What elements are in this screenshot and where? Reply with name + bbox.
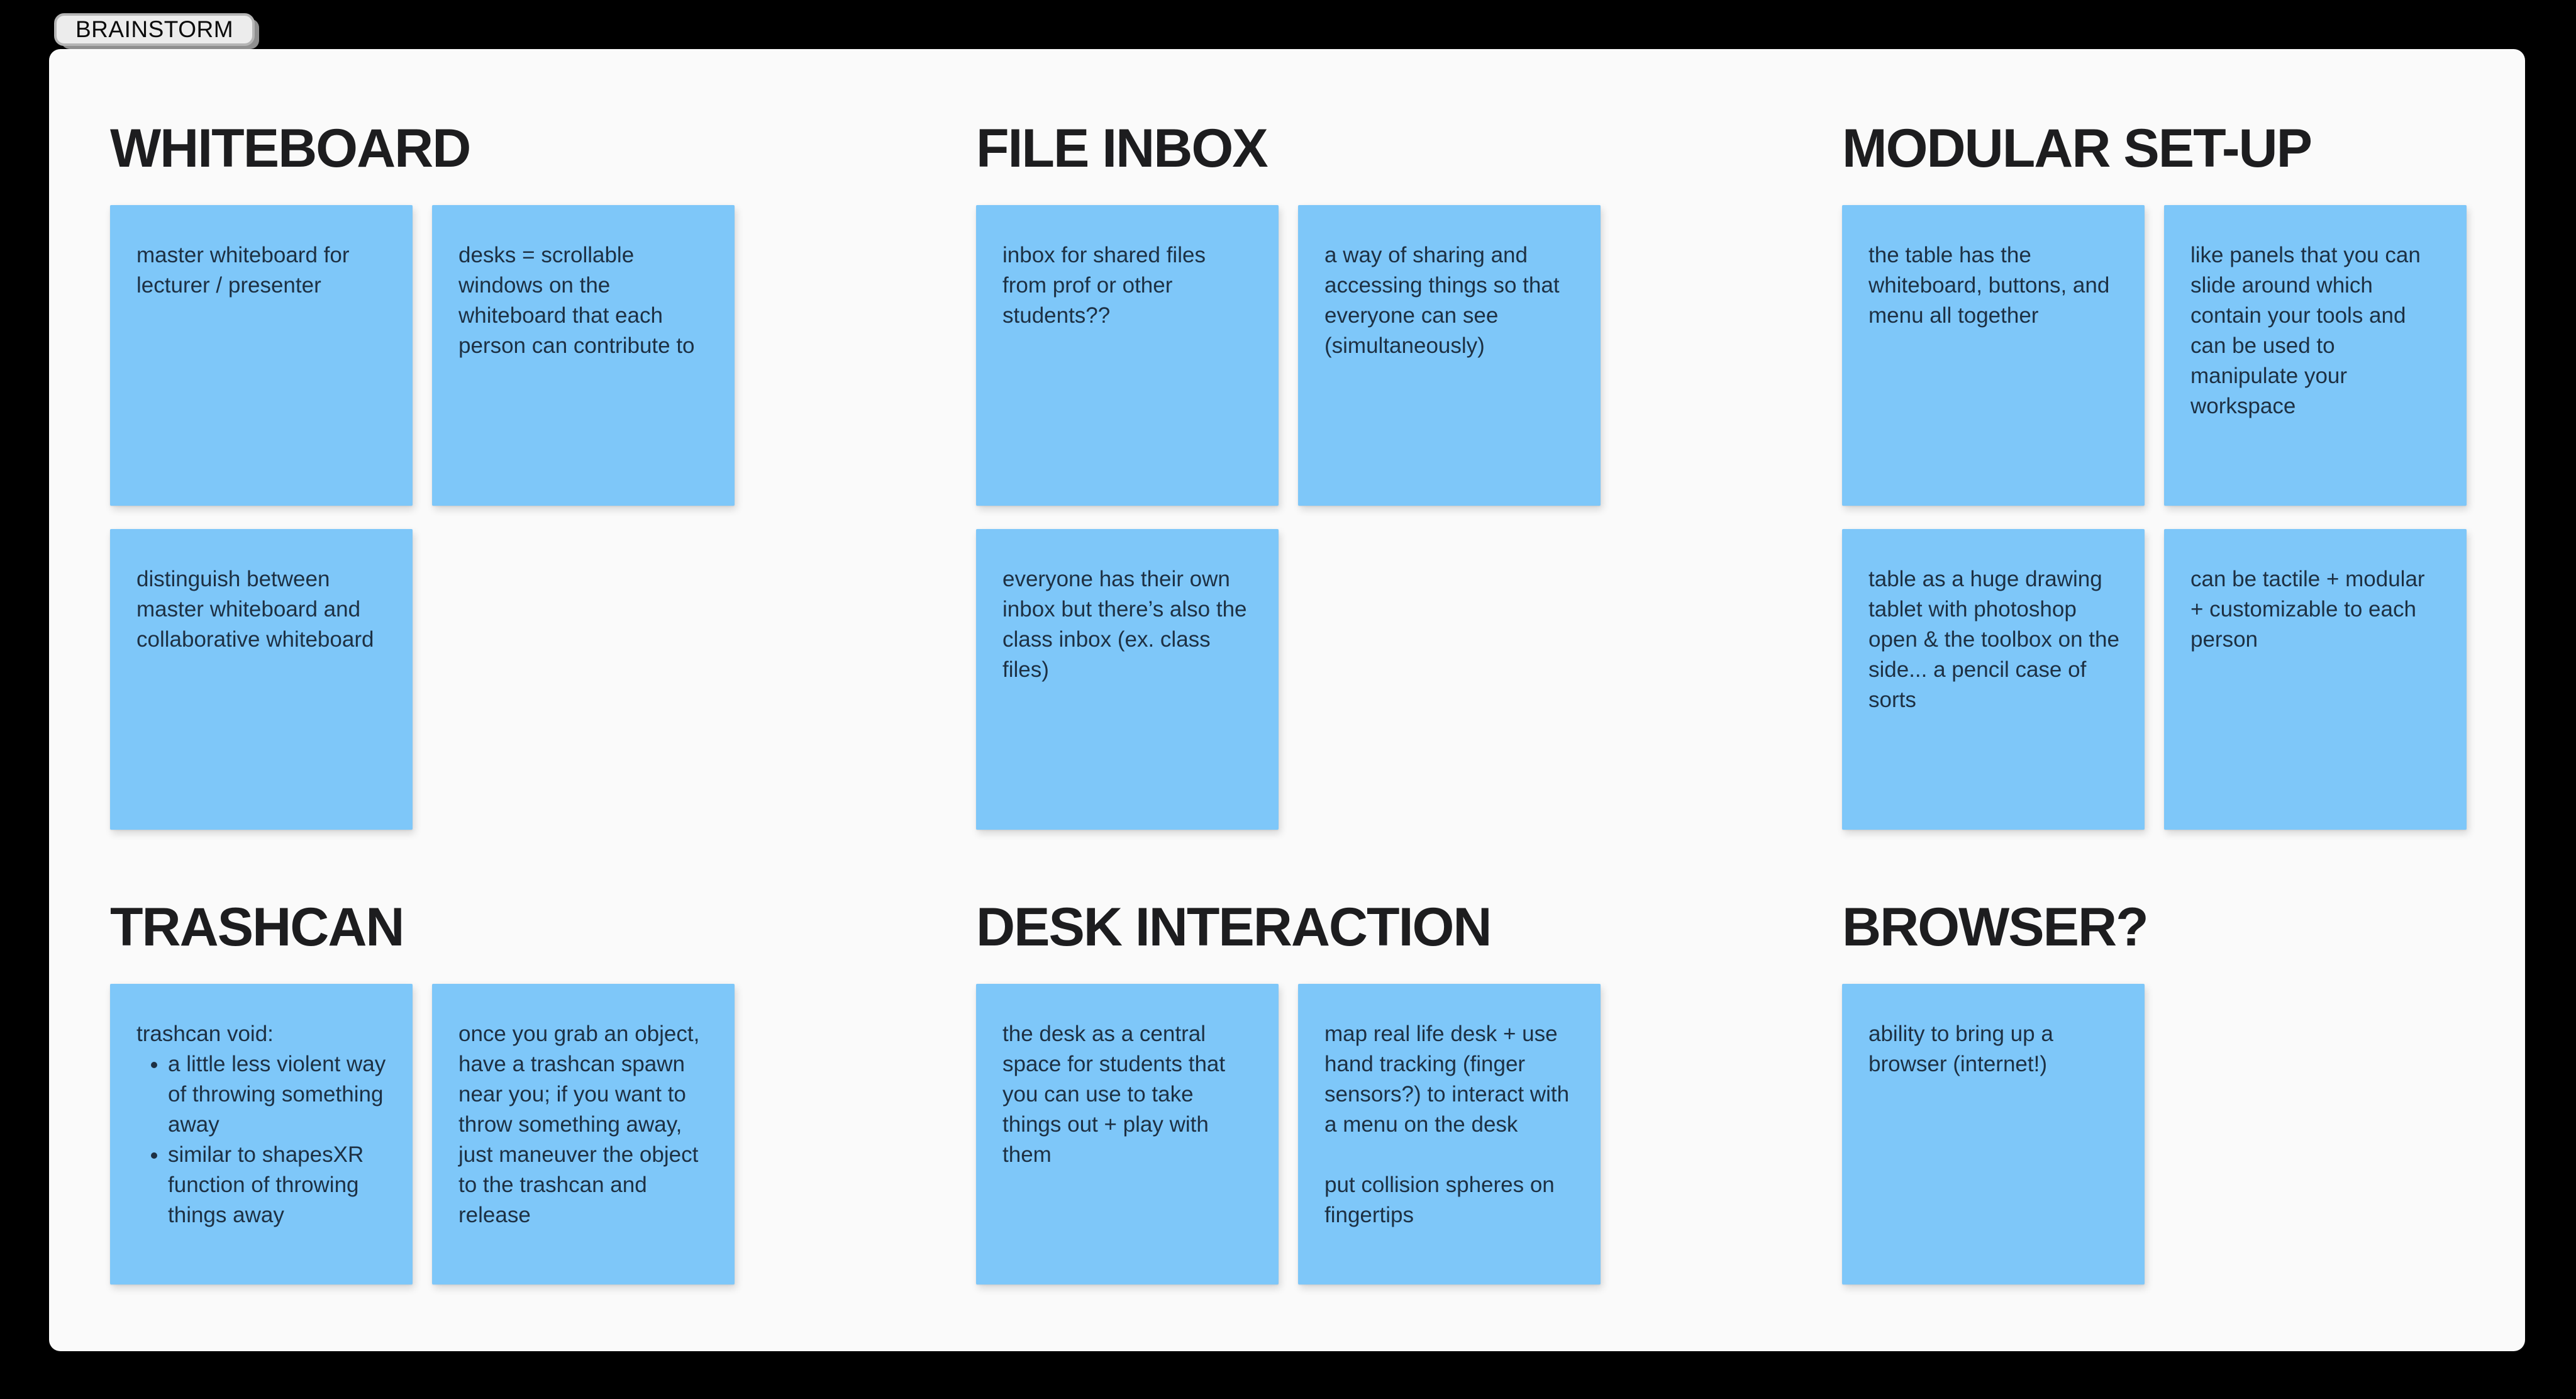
sticky-note-intro: trashcan void:	[136, 1022, 274, 1046]
sticky-note-text: the desk as a central space for students…	[1002, 1022, 1226, 1167]
sticky-note-text: master whiteboard for lecturer / present…	[136, 243, 350, 298]
sticky-note[interactable]: a way of sharing and accessing things so…	[1298, 205, 1601, 506]
sticky-note-text: distinguish between master whiteboard an…	[136, 567, 374, 652]
sticky-note[interactable]: everyone has their own inbox but there’s…	[976, 529, 1279, 830]
sticky-note-text: everyone has their own inbox but there’s…	[1002, 567, 1247, 682]
sticky-note[interactable]: once you grab an object, have a trashcan…	[432, 984, 735, 1285]
section-desk-interaction: DESK INTERACTION the desk as a central sp…	[976, 897, 1601, 1285]
sticky-note[interactable]: table as a huge drawing tablet with phot…	[1842, 529, 2145, 830]
note-row: master whiteboard for lecturer / present…	[110, 205, 735, 506]
sticky-note-text: ability to bring up a browser (internet!…	[1868, 1022, 2053, 1076]
sticky-note-text: once you grab an object, have a trashcan…	[458, 1022, 700, 1227]
sticky-note[interactable]: distinguish between master whiteboard an…	[110, 529, 413, 830]
sticky-note[interactable]: trashcan void: a little less violent way …	[110, 984, 413, 1285]
note-row: trashcan void: a little less violent way …	[110, 984, 735, 1285]
sticky-note[interactable]: the desk as a central space for students…	[976, 984, 1279, 1285]
sticky-note-bullet-list: a little less violent way of throwing so…	[136, 1049, 387, 1230]
note-row: table as a huge drawing tablet with phot…	[1842, 529, 2467, 830]
whiteboard-canvas[interactable]: WHITEBOARD master whiteboard for lecturer…	[49, 49, 2525, 1351]
note-row: the table has the whiteboard, buttons, a…	[1842, 205, 2467, 506]
section-title[interactable]: WHITEBOARD	[110, 118, 471, 179]
board-tab[interactable]: BRAINSTORM	[54, 13, 255, 46]
sticky-note[interactable]: like panels that you can slide around wh…	[2164, 205, 2467, 506]
section-title[interactable]: MODULAR SET-UP	[1842, 118, 2312, 179]
sticky-note[interactable]: the table has the whiteboard, buttons, a…	[1842, 205, 2145, 506]
note-row: the desk as a central space for students…	[976, 984, 1601, 1285]
sticky-note-bullet: a little less violent way of throwing so…	[168, 1049, 387, 1140]
sticky-note[interactable]: desks = scrollable windows on the whiteb…	[432, 205, 735, 506]
sticky-note-text: table as a huge drawing tablet with phot…	[1868, 567, 2119, 712]
section-whiteboard: WHITEBOARD master whiteboard for lecturer…	[110, 118, 735, 830]
section-trashcan: TRASHCAN trashcan void: a little less viol…	[110, 897, 735, 1285]
note-row: distinguish between master whiteboard an…	[110, 529, 735, 830]
sticky-note-text: desks = scrollable windows on the whiteb…	[458, 243, 695, 358]
sticky-note[interactable]: inbox for shared files from prof or othe…	[976, 205, 1279, 506]
section-title[interactable]: BROWSER?	[1842, 897, 2149, 957]
section-title[interactable]: TRASHCAN	[110, 897, 405, 957]
board-tab-label: BRAINSTORM	[75, 16, 234, 42]
sticky-note-text: a way of sharing and accessing things so…	[1324, 243, 1560, 358]
sticky-note[interactable]: can be tactile + modular + customizable …	[2164, 529, 2467, 830]
sticky-note-bullet: similar to shapesXR function of throwing…	[168, 1140, 387, 1230]
sticky-note-text: like panels that you can slide around wh…	[2190, 243, 2421, 418]
note-row: inbox for shared files from prof or othe…	[976, 205, 1601, 506]
sticky-note-text: inbox for shared files from prof or othe…	[1002, 243, 1206, 328]
section-modular-set-up: MODULAR SET-UP the table has the whiteboa…	[1842, 118, 2467, 830]
sticky-note[interactable]: map real life desk + use hand tracking (…	[1298, 984, 1601, 1285]
section-title[interactable]: DESK INTERACTION	[976, 897, 1492, 957]
sticky-note-text: map real life desk + use hand tracking (…	[1324, 1022, 1570, 1227]
sticky-note[interactable]: master whiteboard for lecturer / present…	[110, 205, 413, 506]
sticky-note-text: the table has the whiteboard, buttons, a…	[1868, 243, 2110, 328]
section-title[interactable]: FILE INBOX	[976, 118, 1269, 179]
section-file-inbox: FILE INBOX inbox for shared files from pr…	[976, 118, 1601, 830]
note-row: ability to bring up a browser (internet!…	[1842, 984, 2148, 1285]
section-browser: BROWSER? ability to bring up a browser (i…	[1842, 897, 2149, 1285]
note-row: everyone has their own inbox but there’s…	[976, 529, 1601, 830]
sticky-note-text: can be tactile + modular + customizable …	[2190, 567, 2425, 652]
sticky-note[interactable]: ability to bring up a browser (internet!…	[1842, 984, 2145, 1285]
